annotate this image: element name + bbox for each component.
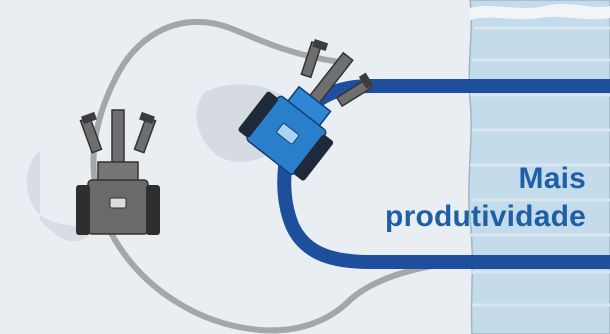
ground-shadow-left [26, 150, 90, 242]
gray-headland-path [90, 19, 473, 334]
headline-text: Mais produtividade [385, 160, 586, 236]
headline-line-2: produtividade [385, 200, 586, 233]
blue-guided-path [277, 79, 610, 269]
blue-tractor-icon [238, 39, 374, 181]
headline-line-1: Mais [518, 162, 586, 195]
gray-tractor-icon [76, 109, 160, 235]
